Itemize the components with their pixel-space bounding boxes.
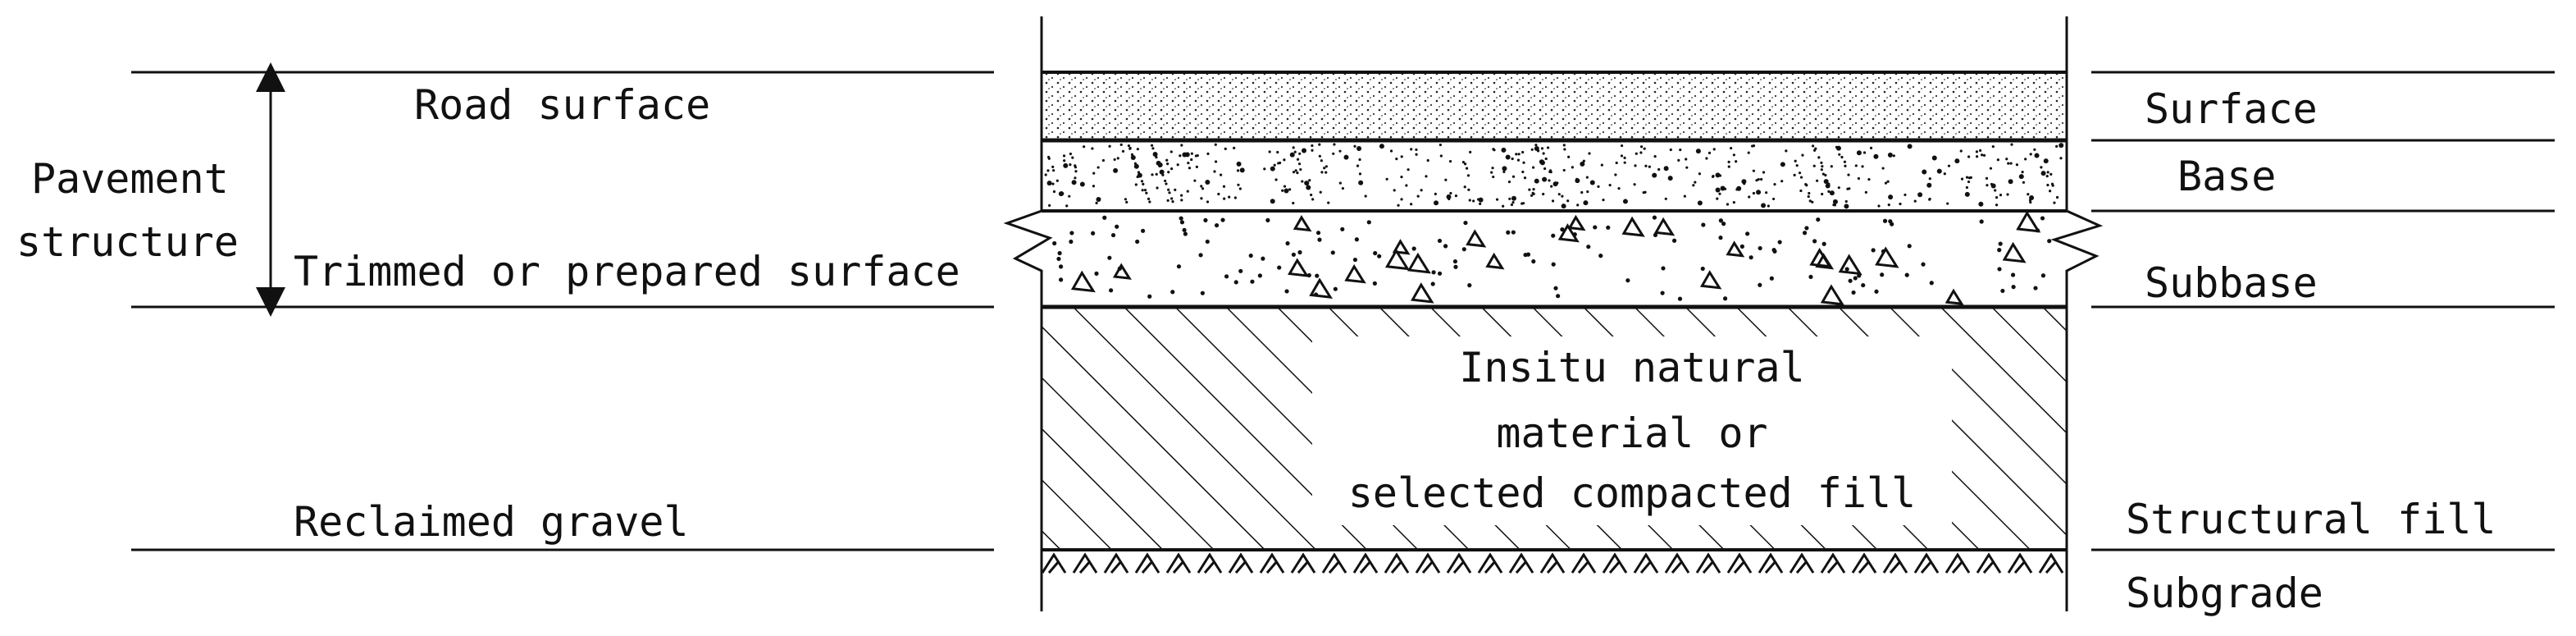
fill-layer-hatch xyxy=(1042,307,2067,550)
base-layer-aggregate xyxy=(1044,143,2064,209)
label-pavement-structure-line2: structure xyxy=(16,218,239,266)
label-reclaimed-gravel: Reclaimed gravel xyxy=(294,498,689,546)
label-trimmed-surface: Trimmed or prepared surface xyxy=(294,248,960,295)
label-structural-fill: Structural fill xyxy=(2126,496,2496,543)
label-subgrade: Subgrade xyxy=(2126,570,2323,617)
label-fill-line2: material or xyxy=(1496,410,1767,457)
label-fill-line1: Insitu natural xyxy=(1459,344,1804,391)
cross-section xyxy=(1003,16,2104,611)
subbase-layer-aggregate xyxy=(1052,210,2052,306)
subgrade-band xyxy=(1042,550,2067,574)
label-pavement-structure-line1: Pavement xyxy=(31,155,229,203)
label-subbase: Subbase xyxy=(2145,259,2318,307)
surface-layer xyxy=(1042,72,2067,140)
right-edge xyxy=(2050,16,2104,611)
left-level-lines xyxy=(131,71,994,551)
label-base: Base xyxy=(2177,153,2276,200)
label-surface: Surface xyxy=(2145,85,2318,133)
base-layer xyxy=(1042,140,2067,211)
label-road-surface: Road surface xyxy=(414,81,710,129)
layer-boundaries xyxy=(1042,71,2067,551)
left-edge xyxy=(1003,16,1053,611)
right-level-lines xyxy=(2091,71,2555,551)
subgrade-ground-symbols xyxy=(1041,552,2064,574)
label-fill-line3: selected compacted fill xyxy=(1348,469,1916,517)
